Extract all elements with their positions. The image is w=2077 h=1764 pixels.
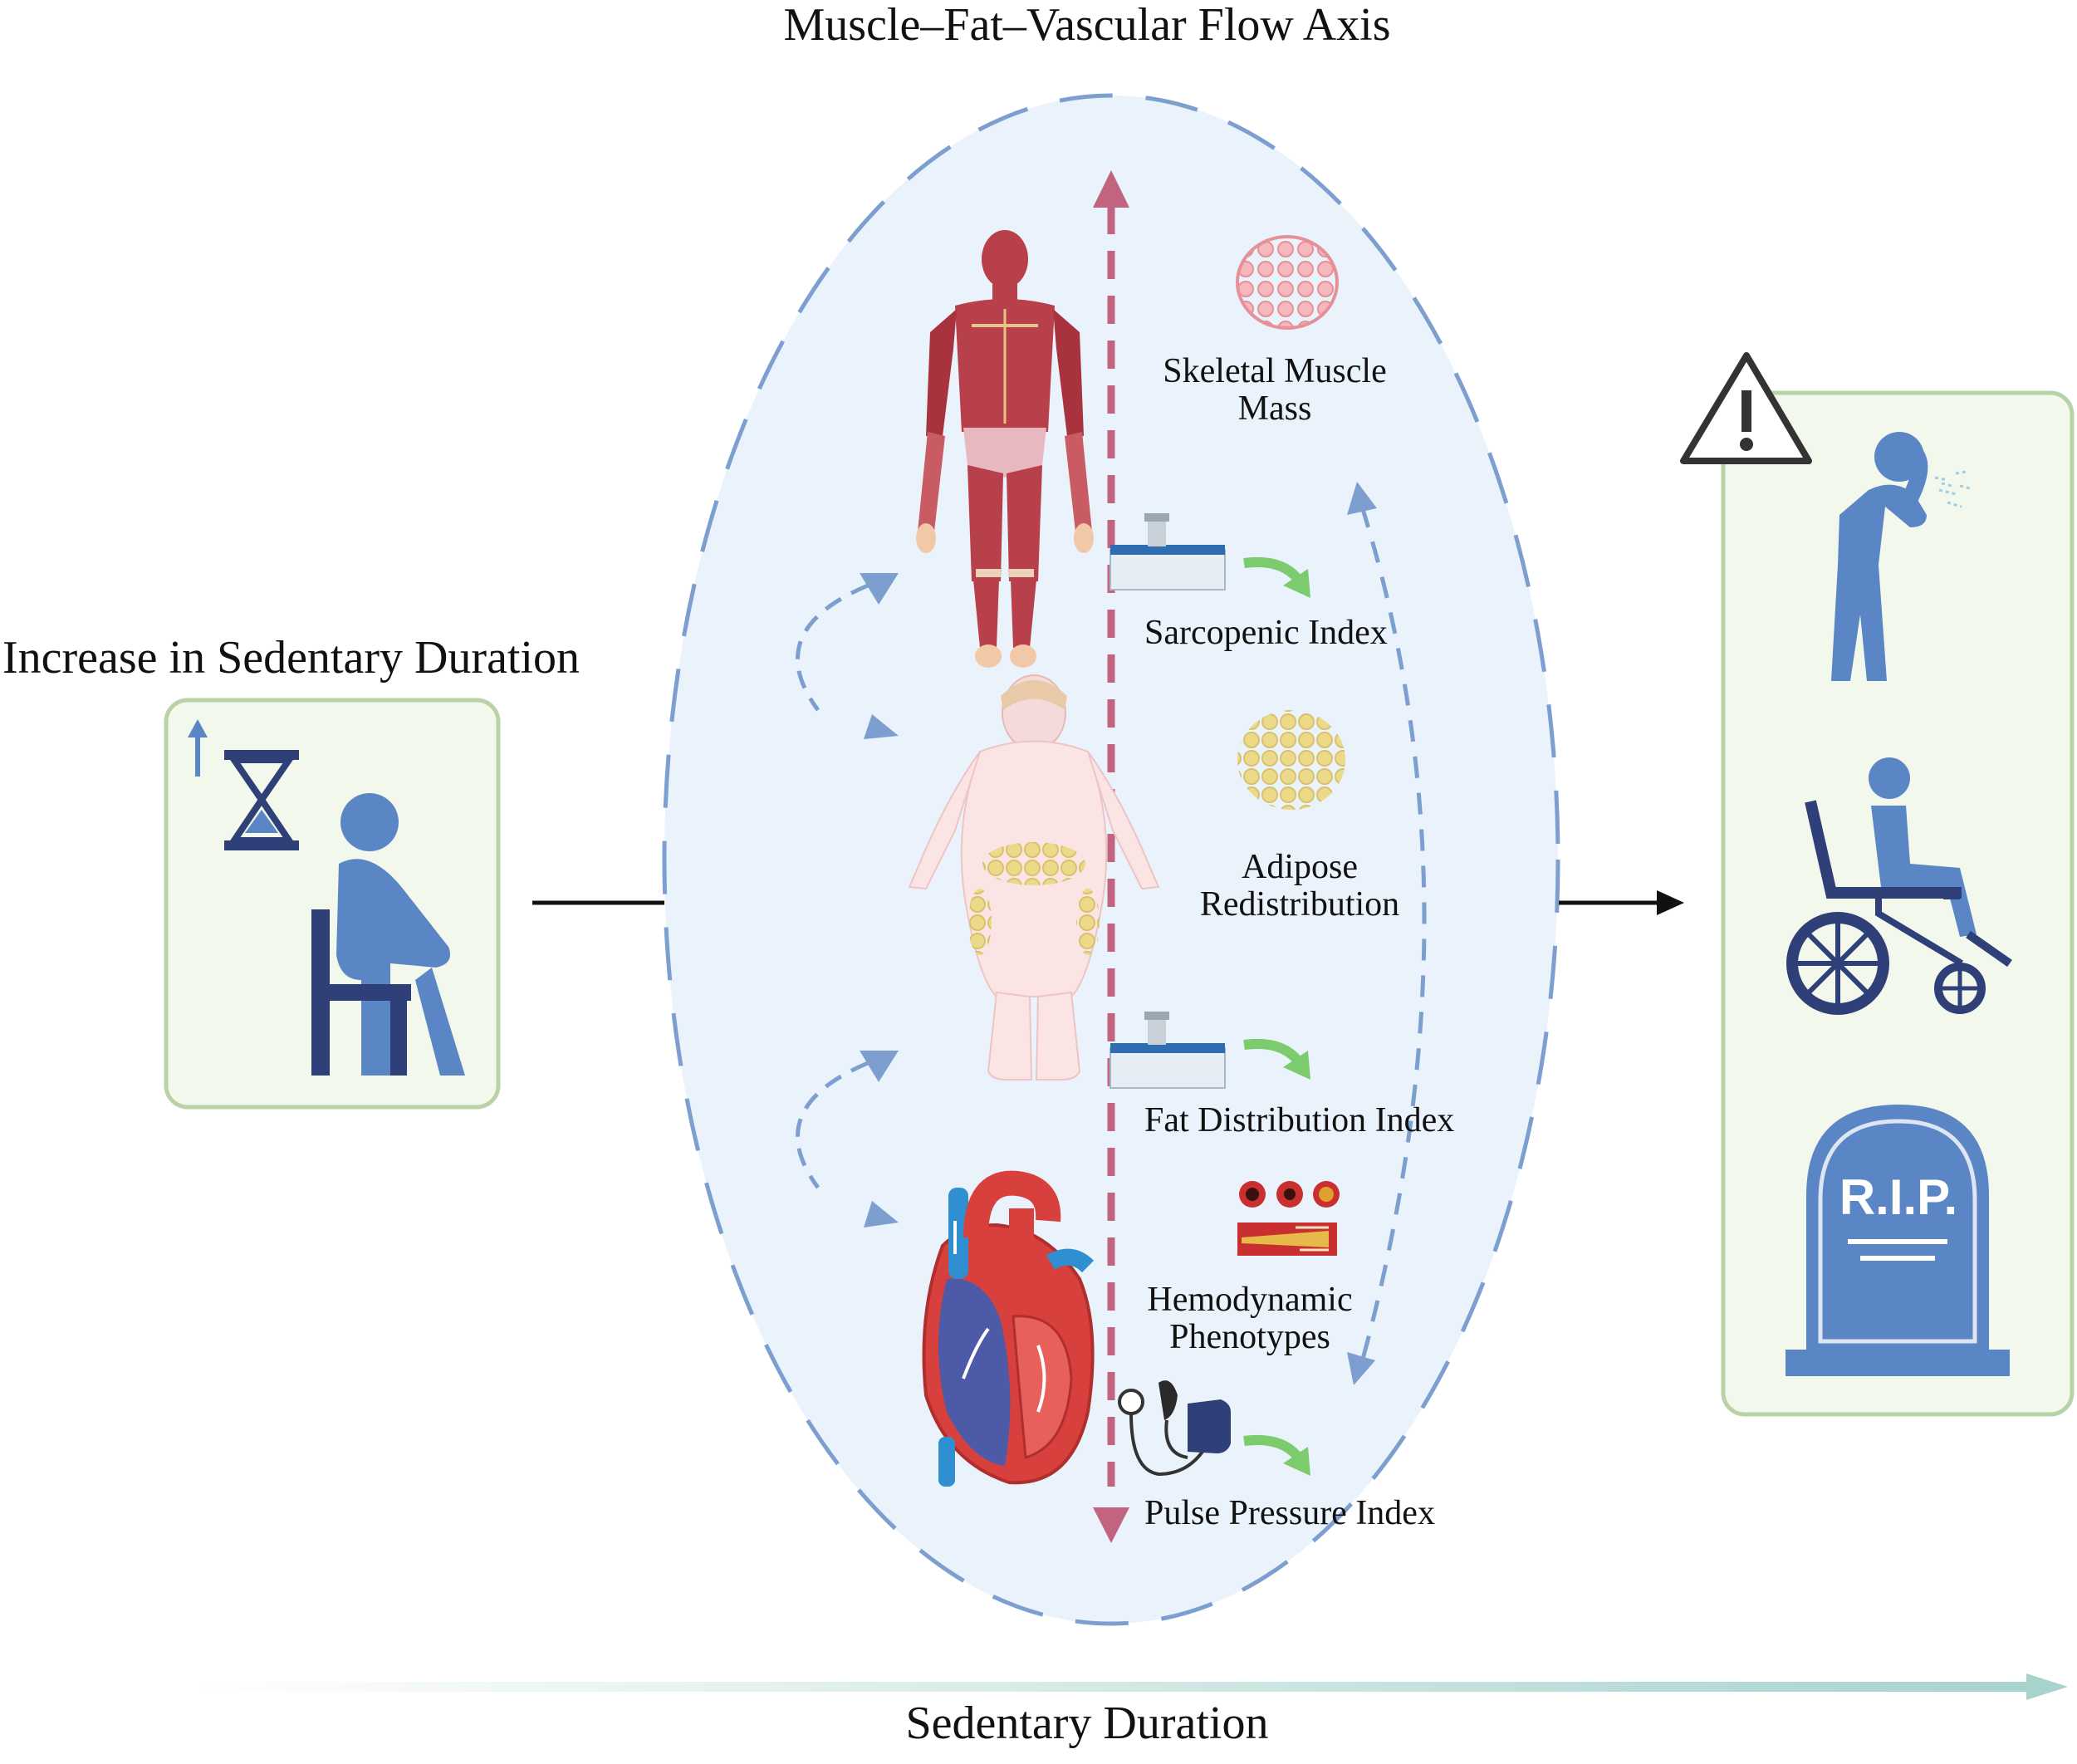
timeline-arrow bbox=[191, 1673, 2068, 1700]
blood-pressure-monitor-icon bbox=[1118, 1380, 1231, 1477]
green-arrow-icon-2 bbox=[1243, 1039, 1310, 1080]
tombstone-text: R.I.P. bbox=[1839, 1169, 1957, 1225]
warning-triangle-icon bbox=[1680, 352, 1812, 464]
sitting-person-icon bbox=[311, 793, 465, 1076]
fat-cells-icon bbox=[1237, 710, 1345, 810]
vertical-axis-arrow bbox=[1093, 170, 1129, 1543]
muscle-anatomy-figure bbox=[916, 230, 1094, 668]
right-outcome-arrow bbox=[1559, 890, 1684, 915]
sedentary-duration-axis-label: Sedentary Duration bbox=[905, 1698, 1269, 1749]
curved-arrow-upper bbox=[796, 573, 899, 739]
heart-anatomy-icon bbox=[922, 1170, 1095, 1487]
skeletal-muscle-mass-label: Skeletal Muscle Mass bbox=[1154, 352, 1395, 429]
left-panel bbox=[164, 698, 501, 1110]
curved-arrow-lower bbox=[796, 1051, 899, 1227]
coughing-person-icon bbox=[1831, 432, 1971, 681]
sarcopenic-index-label: Sarcopenic Index bbox=[1144, 614, 1388, 652]
fat-distribution-index-label: Fat Distribution Index bbox=[1144, 1101, 1455, 1139]
up-arrow-icon bbox=[188, 719, 208, 777]
hemodynamic-line2: Phenotypes bbox=[1169, 1318, 1330, 1357]
wheelchair-user-icon bbox=[1786, 757, 2012, 1015]
hemodynamic-line1: Hemodynamic bbox=[1147, 1281, 1353, 1319]
curved-double-arrow bbox=[1347, 482, 1427, 1385]
skeletal-muscle-mass-line2: Mass bbox=[1237, 390, 1312, 429]
pulse-pressure-index-label: Pulse Pressure Index bbox=[1144, 1494, 1435, 1532]
outcome-panel bbox=[1721, 390, 2075, 1417]
muscle-tissue-icon bbox=[1236, 235, 1339, 330]
adipose-line1: Adipose bbox=[1242, 848, 1358, 886]
adipose-redistribution-label: Adipose Redistribution bbox=[1179, 848, 1420, 924]
skeletal-muscle-mass-line1: Skeletal Muscle bbox=[1163, 352, 1387, 390]
hemodynamic-phenotypes-label: Hemodynamic Phenotypes bbox=[1142, 1281, 1358, 1357]
diagram-title: Muscle–Fat–Vascular Flow Axis bbox=[783, 0, 1391, 51]
green-arrow-icon-3 bbox=[1243, 1435, 1310, 1476]
green-arrow-icon-1 bbox=[1243, 557, 1310, 598]
hourglass-icon bbox=[224, 750, 299, 850]
dexa-scanner-icon-lower bbox=[1110, 1012, 1226, 1089]
dexa-scanner-icon-upper bbox=[1110, 513, 1226, 590]
adipose-line2: Redistribution bbox=[1199, 885, 1400, 924]
increase-sedentary-label: Increase in Sedentary Duration bbox=[2, 632, 580, 684]
artery-plaque-icon bbox=[1237, 1181, 1340, 1256]
adipose-body-figure bbox=[908, 674, 1160, 1080]
tombstone-icon: R.I.P. bbox=[1786, 1105, 2010, 1376]
